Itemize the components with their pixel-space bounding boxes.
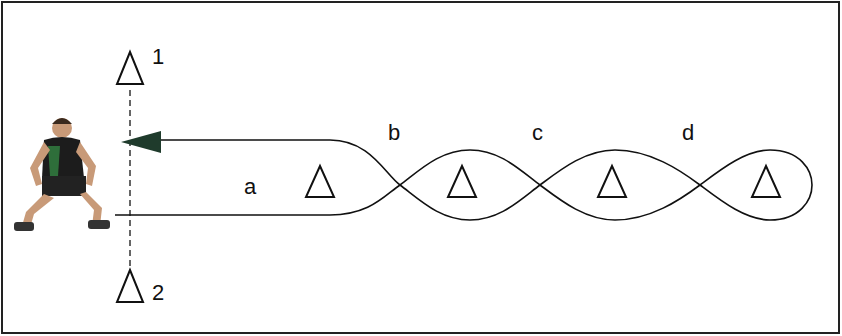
cone: [306, 166, 334, 197]
player-figure: [14, 118, 110, 231]
cone: [448, 166, 476, 197]
path-letter: a: [244, 176, 256, 198]
cone-number: 2: [152, 282, 164, 304]
run-path: [115, 140, 812, 220]
cone: [117, 270, 143, 302]
cone: [752, 166, 780, 197]
path-letter: d: [682, 122, 694, 144]
cone-number: 1: [152, 46, 164, 68]
path-letter: b: [388, 122, 400, 144]
frame: [2, 2, 839, 333]
start-line: [129, 90, 131, 266]
arrow-head: [121, 131, 161, 153]
cone: [598, 166, 626, 197]
cone: [117, 52, 143, 84]
path-letter: c: [532, 122, 543, 144]
